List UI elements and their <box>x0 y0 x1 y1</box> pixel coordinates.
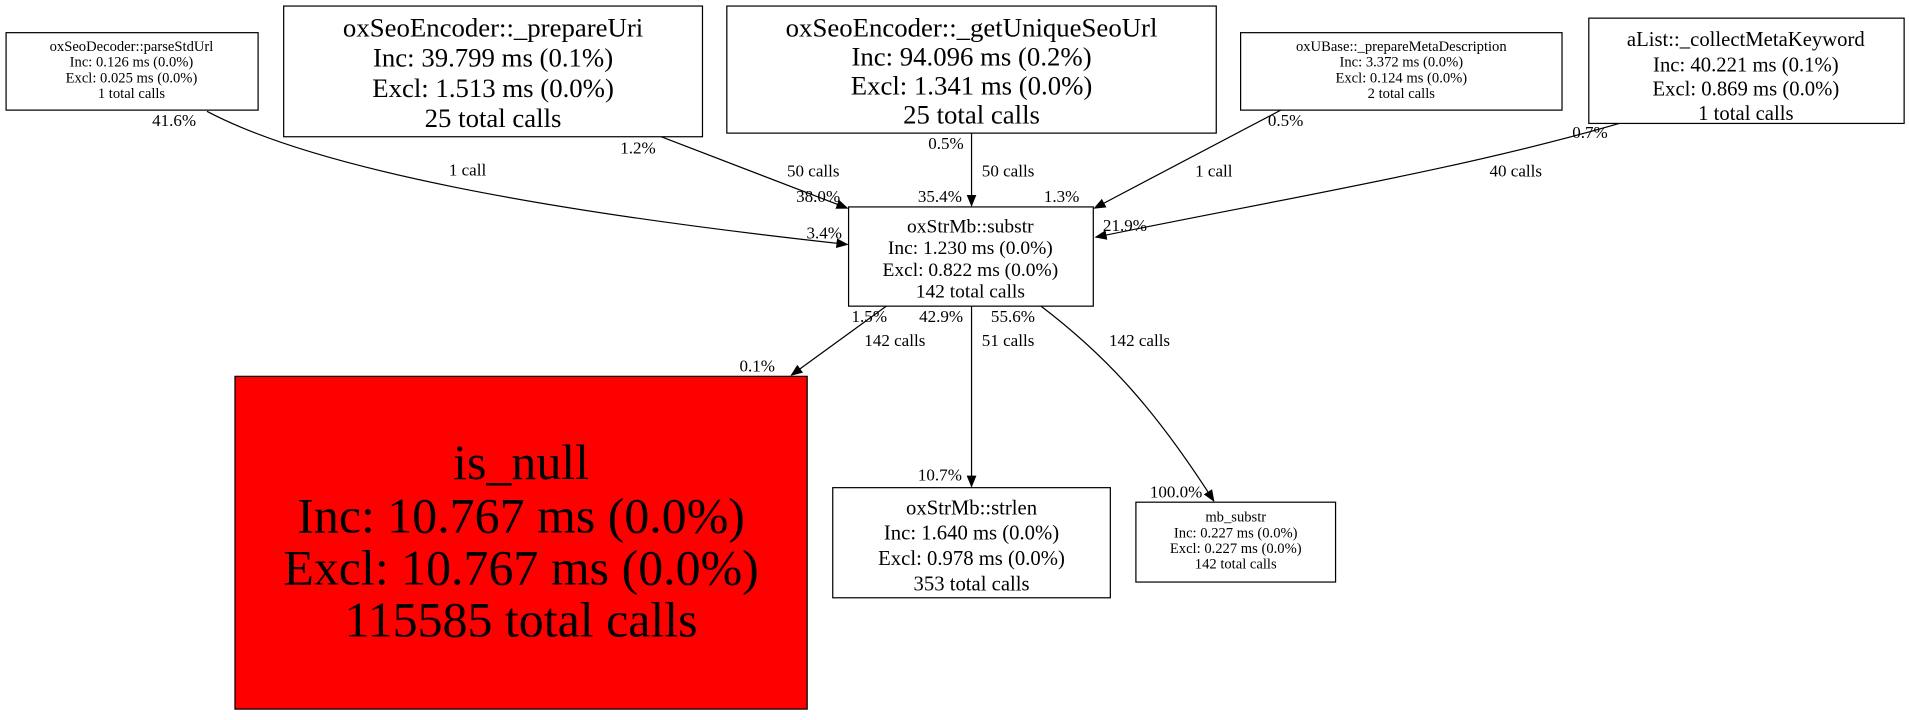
node-excl: Excl: 1.341 ms (0.0%) <box>851 70 1093 100</box>
node-inc: Inc: 0.227 ms (0.0%) <box>1174 525 1298 541</box>
node-calls: 2 total calls <box>1368 86 1436 102</box>
edge-tail-label: 0.5% <box>928 134 963 153</box>
node-calls: 142 total calls <box>1195 557 1277 573</box>
node-calls: 25 total calls <box>425 103 562 133</box>
edge-getUniqueSeoUrl-substr: 0.5% 50 calls 35.4% <box>918 133 1035 207</box>
node-calls: 1 total calls <box>98 86 166 102</box>
node-excl: Excl: 0.227 ms (0.0%) <box>1170 541 1302 557</box>
node-name: mb_substr <box>1205 510 1266 526</box>
edge-prepareMetaDescription-substr: 0.5% 1 call 1.3% <box>1044 109 1303 209</box>
node-strlen: oxStrMb::strlen Inc: 1.640 ms (0.0%) Exc… <box>832 487 1111 599</box>
node-parseStdUrl: oxSeoDecoder::parseStdUrl Inc: 0.126 ms … <box>5 32 259 111</box>
node-name: is_null <box>453 435 589 490</box>
edge-head-label: 0.1% <box>740 357 775 376</box>
edge-label: 1 call <box>449 161 487 180</box>
node-inc: Inc: 39.799 ms (0.1%) <box>373 43 613 73</box>
node-inc: Inc: 10.767 ms (0.0%) <box>297 489 745 544</box>
node-prepareMetaDescription: oxUBase::_prepareMetaDescription Inc: 3.… <box>1239 32 1563 111</box>
node-inc: Inc: 94.096 ms (0.2%) <box>851 41 1091 71</box>
node-inc: Inc: 1.230 ms (0.0%) <box>888 238 1053 259</box>
edge-head-label: 10.7% <box>918 465 962 484</box>
node-mb_substr: mb_substr Inc: 0.227 ms (0.0%) Excl: 0.2… <box>1135 501 1337 583</box>
node-calls: 353 total calls <box>914 574 1030 596</box>
node-getUniqueSeoUrl: oxSeoEncoder::_getUniqueSeoUrl Inc: 94.0… <box>726 5 1217 134</box>
node-excl: Excl: 0.025 ms (0.0%) <box>66 70 198 86</box>
edge-head-label: 21.9% <box>1103 216 1147 235</box>
node-excl: Excl: 0.124 ms (0.0%) <box>1335 70 1467 86</box>
node-excl: Excl: 0.978 ms (0.0%) <box>878 548 1065 570</box>
node-calls: 1 total calls <box>1698 103 1793 125</box>
node-excl: Excl: 10.767 ms (0.0%) <box>283 541 758 596</box>
node-name: aList::_collectMetaKeyword <box>1627 29 1866 51</box>
edge-label: 142 calls <box>864 331 925 350</box>
edge-tail-label: 1.2% <box>620 139 655 158</box>
edge-head-label: 3.4% <box>806 223 841 242</box>
node-collectMetaKeyword: aList::_collectMetaKeyword Inc: 40.221 m… <box>1588 17 1905 125</box>
node-substr: oxStrMb::substr Inc: 1.230 ms (0.0%) Exc… <box>847 206 1094 307</box>
node-calls: 25 total calls <box>903 100 1040 130</box>
edge-substr-is_null: 1.5% 142 calls 0.1% <box>740 305 925 376</box>
edge-tail-label: 0.5% <box>1268 111 1303 130</box>
edge-parseStdUrl-substr: 41.6% 1 call 3.4% <box>152 110 849 249</box>
edge-head-label: 100.0% <box>1150 482 1203 501</box>
node-name: oxStrMb::substr <box>907 216 1034 237</box>
node-inc: Inc: 1.640 ms (0.0%) <box>884 523 1059 545</box>
edge-tail-label: 41.6% <box>152 111 196 130</box>
edge-tail-label: 0.7% <box>1572 123 1607 142</box>
node-name: oxStrMb::strlen <box>906 497 1037 519</box>
node-inc: Inc: 0.126 ms (0.0%) <box>70 55 194 71</box>
edge-tail-label: 55.6% <box>991 307 1035 326</box>
edge-head-label: 38.0% <box>796 187 840 206</box>
node-name: oxSeoEncoder::_getUniqueSeoUrl <box>786 12 1158 42</box>
edge-substr-mb_substr: 55.6% 142 calls 100.0% <box>991 305 1215 502</box>
node-name: oxUBase::_prepareMetaDescription <box>1296 39 1507 55</box>
node-name: oxSeoEncoder::_prepareUri <box>343 12 643 42</box>
edge-substr-strlen: 42.9% 51 calls 10.7% <box>918 306 1035 488</box>
edge-label: 142 calls <box>1109 331 1170 350</box>
node-calls: 142 total calls <box>916 282 1025 303</box>
edge-tail-label: 1.5% <box>852 307 887 326</box>
edge-prepareUri-substr: 1.2% 50 calls 38.0% <box>620 136 849 209</box>
node-prepareUri: oxSeoEncoder::_prepareUri Inc: 39.799 ms… <box>283 5 704 138</box>
node-inc: Inc: 40.221 ms (0.1%) <box>1653 54 1839 76</box>
edge-label: 50 calls <box>787 162 840 181</box>
edge-label: 51 calls <box>982 331 1035 350</box>
node-excl: Excl: 1.513 ms (0.0%) <box>372 73 614 103</box>
edge-label: 1 call <box>1195 162 1233 181</box>
node-calls: 115585 total calls <box>345 593 698 648</box>
edge-head-label: 35.4% <box>918 187 962 206</box>
node-excl: Excl: 0.822 ms (0.0%) <box>882 260 1058 281</box>
node-name: oxSeoDecoder::parseStdUrl <box>50 39 214 55</box>
edge-label: 40 calls <box>1489 162 1542 181</box>
edge-head-label: 1.3% <box>1044 187 1079 206</box>
node-inc: Inc: 3.372 ms (0.0%) <box>1340 55 1464 71</box>
edge-tail-label: 42.9% <box>919 307 963 326</box>
edge-label: 50 calls <box>982 162 1035 181</box>
node-is_null: is_null Inc: 10.767 ms (0.0%) Excl: 10.7… <box>234 375 808 710</box>
node-excl: Excl: 0.869 ms (0.0%) <box>1652 79 1839 101</box>
edge-collectMetaKeyword-substr: 0.7% 40 calls 21.9% <box>1094 122 1620 240</box>
